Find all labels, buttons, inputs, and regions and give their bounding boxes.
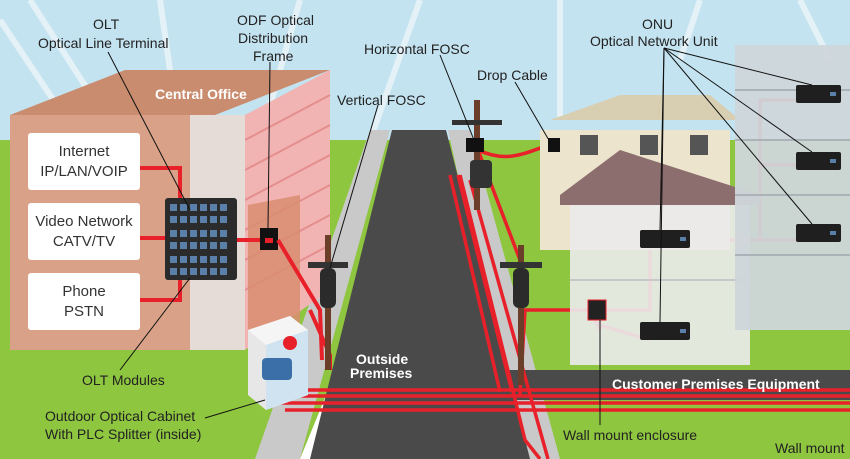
onu-device-apt-3 <box>796 224 841 242</box>
label-odf-line2: Distribution <box>238 30 309 46</box>
label-wall-mount-enclosure: Wall mount enclosure <box>563 427 698 443</box>
onu-device-apt-2 <box>796 152 841 170</box>
service-box-internet: Internet IP/LAN/VOIP <box>28 133 140 190</box>
label-horizontal-fosc: Horizontal FOSC <box>364 41 470 57</box>
label-drop-cable: Drop Cable <box>477 67 548 83</box>
utility-pole-left <box>308 235 348 370</box>
utility-pole-back <box>452 100 502 210</box>
label-olt-abbr: OLT <box>93 16 120 32</box>
label-wall-mount-cut: Wall mount <box>775 440 845 456</box>
label-outside-line2: Premises <box>350 365 413 381</box>
onu-device-house-lower <box>640 322 690 340</box>
label-olt-full: Optical Line Terminal <box>38 35 169 51</box>
label-onu-abbr: ONU <box>642 16 674 32</box>
outdoor-optical-cabinet <box>248 316 308 410</box>
wall-mount-enclosure <box>587 299 607 321</box>
main-road <box>310 130 530 459</box>
utility-pole-right <box>500 245 542 385</box>
label-cabinet-line1: Outdoor Optical Cabinet <box>45 408 196 424</box>
cross-road <box>470 370 850 400</box>
service-video-line1: Video Network <box>35 212 133 230</box>
label-vertical-fosc: Vertical FOSC <box>337 92 426 108</box>
service-box-phone: Phone PSTN <box>28 273 140 330</box>
service-internet-line1: Internet <box>58 142 110 160</box>
label-onu-full: Optical Network Unit <box>590 33 718 49</box>
central-office-roof <box>10 70 330 115</box>
house-back-roof <box>550 95 740 120</box>
label-odf-line1: ODF Optical <box>237 12 315 28</box>
leader-lines <box>107 47 813 425</box>
service-video-line2: CATV/TV <box>52 232 116 250</box>
label-central-office: Central Office <box>155 86 247 102</box>
onu-device-house-upper <box>640 230 690 248</box>
house-back-windows <box>580 135 708 155</box>
label-cabinet-line2: With PLC Splitter (inside) <box>45 426 202 442</box>
service-box-video: Video Network CATV/TV <box>28 203 140 260</box>
label-customer-premises: Customer Premises Equipment <box>612 376 820 392</box>
house-front-roof <box>560 150 760 205</box>
label-odf-line3: Frame <box>253 48 294 64</box>
apartment-building <box>735 45 850 330</box>
label-olt-modules: OLT Modules <box>82 372 165 388</box>
service-internet-line2: IP/LAN/VOIP <box>40 162 128 180</box>
drop-cable-terminal <box>548 138 560 152</box>
olt-ports <box>170 204 227 275</box>
onu-device-apt-1 <box>796 85 841 103</box>
label-outside-line1: Outside <box>356 351 409 367</box>
service-phone-line1: Phone <box>62 282 106 300</box>
service-phone-line2: PSTN <box>63 302 104 320</box>
